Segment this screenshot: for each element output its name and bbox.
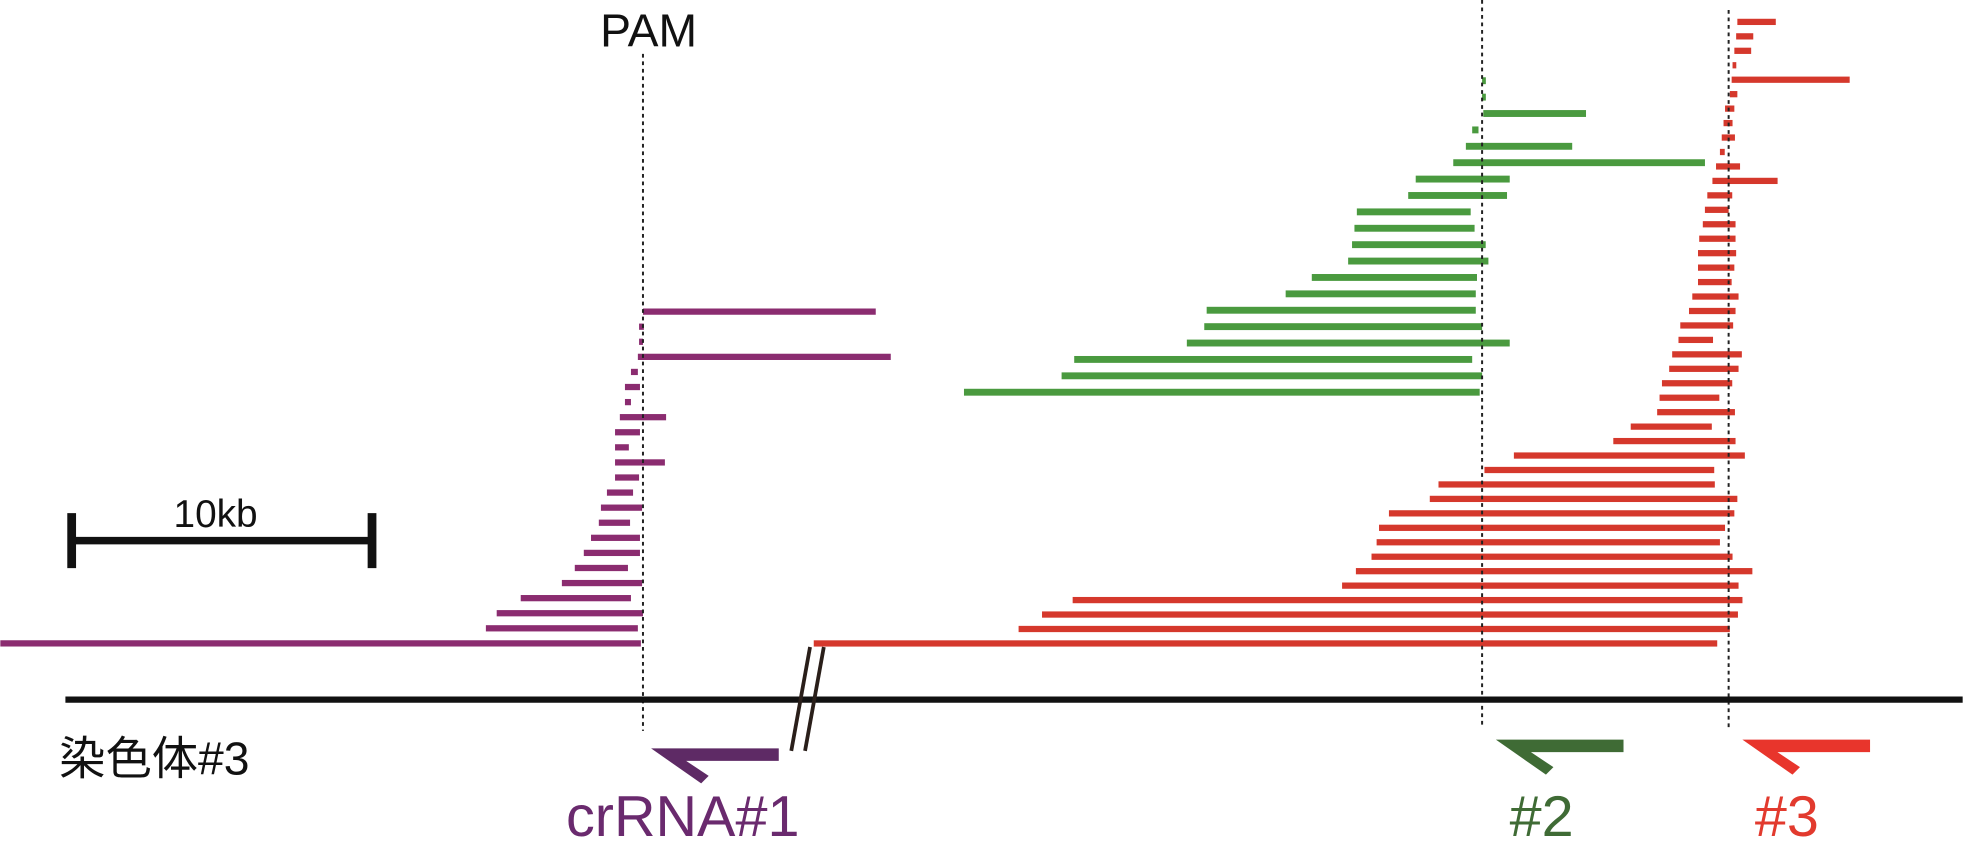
crRNA3-deletion-bar [1698,250,1737,257]
crRNA1-deletion-bar [583,549,640,557]
crRNA2-deletion-bar [1354,224,1475,232]
crRNA3-deletion-bar [1716,163,1741,170]
chromosome-label: 染色体#3 [59,733,249,785]
crRNA3-deletion-bar [1688,307,1736,315]
crRNA3-deletion-bar [1659,394,1720,401]
crRNA3-deletion-bar [1704,206,1729,213]
crRNA2-deletion-bar [1352,241,1486,249]
crRNA2-deletion-bar [1285,290,1476,298]
crRNA3-deletion-bar [1613,437,1736,445]
crRNA3-deletion-bar [1707,192,1733,199]
crRNA2-deletion-bar [1074,355,1473,363]
crRNA3-deletion-bar [1661,380,1733,387]
crRNA2-deletion-bar [1204,323,1483,331]
crRNA1-deletion-bar [615,474,640,481]
crRNA1-deletion-bar [642,308,876,315]
crRNA1-deletion-bar [624,383,640,391]
deletion-bars [0,18,1850,647]
crRNA2-deletion-bar [1483,110,1587,117]
crRNA3-deletion-bar [1678,336,1714,344]
crRNA1-deletion-bar [639,338,643,345]
crRNA2-deletion-bar [1482,77,1486,85]
crRNA2-deletion-bar [1061,372,1483,380]
crRNA3-deletion-bar [1388,510,1735,517]
crRNA2-deletion-bar [1356,208,1471,216]
crRNA3-arrow-icon [1742,739,1871,775]
crRNA1-deletion-bar [630,368,638,376]
crRNA3-deletion-bar [1513,452,1745,459]
crRNA3-deletion-bar [1018,625,1730,633]
crRNA3-deletion-bar [1698,264,1735,271]
crRNA3-deletion-bar [1672,351,1742,358]
crRNA1-deletion-bar [496,610,643,617]
crRNA1-deletion-bar [0,640,641,647]
scale-bar-label: 10kb [174,493,258,536]
crRNA3-deletion-bar [1734,47,1752,54]
crRNA3-deletion-bar [1072,596,1743,604]
crRNA3-deletion-bar [1719,148,1725,156]
crRNA2-deletion-bar [963,388,1480,396]
crRNA2-deletion-bar [1206,306,1476,314]
crRNA2-deletion-bar [1415,175,1510,183]
crRNA3-deletion-bar [1371,553,1733,560]
crRNA1-deletion-bar [600,504,643,511]
crRNA3-deletion-bar [1379,524,1726,531]
crRNA1-deletion-bar [615,429,640,436]
crRNA3-label: #3 [1755,785,1819,841]
crRNA1-deletion-bar [591,534,640,541]
crRNA3-deletion-bar [1698,278,1732,286]
crRNA1-deletion-bar [639,323,644,330]
crRNA3-deletion-bar [1732,62,1737,69]
crRNA1-deletion-bar [615,444,629,451]
crRNA3-deletion-bar [1669,365,1739,372]
crRNA3-deletion-bar [1376,539,1720,546]
crRNA1-deletion-bar [574,564,628,572]
crRNA3-deletion-bar [1680,322,1734,329]
crRNA2-label: #2 [1510,785,1574,841]
break-mark [789,646,826,752]
crRNA3-deletion-bar [813,640,1718,647]
crRNA1-deletion-bar [624,398,631,406]
crRNA1-deletion-bar [606,489,634,496]
crRNA2-deletion-bar [1465,142,1573,150]
crRNA3-deletion-bar [1438,481,1715,488]
pam-label: PAM [600,4,697,56]
crRNA3-deletion-bar [1429,495,1738,503]
crRNA2-deletion-bar [1311,274,1477,281]
crRNA2-deletion-bar [1348,257,1489,265]
crRNA3-deletion-bar [1630,423,1712,430]
crRNA1-arrow-icon [651,748,779,784]
crRNA1-deletion-bar [520,595,631,602]
crRNA1-deletion-bar [637,353,891,360]
crRNA1-label: crRNA#1 [566,785,799,841]
crRNA2-deletion-bar [1453,159,1705,167]
scale-bar [67,513,377,569]
crRNA3-deletion-bar [1721,134,1735,141]
crRNA3-deletion-bar [1731,76,1850,83]
crRNA3-deletion-bar [1725,105,1735,112]
crRNA1-deletion-bar [598,519,631,526]
crRNA3-deletion-bar [1702,221,1736,228]
crRNA3-deletion-bar [1729,91,1738,98]
crRNA3-deletion-bar [1699,235,1736,242]
crRNA1-deletion-bar [485,625,638,632]
crRNA3-deletion-bar [1736,33,1754,40]
crRNA3-deletion-bar [1355,568,1753,575]
crRNA2-deletion-bar [1472,126,1479,134]
crRNA3-deletion-bar [1342,582,1739,589]
crRNA2-deletion-bar [1408,192,1508,199]
crRNA2-deletion-bar [1482,93,1486,101]
crRNA3-deletion-bar [1657,409,1735,416]
crRNA1-deletion-bar [615,459,665,466]
crRNA3-deletion-bar [1712,177,1778,185]
crRNA3-deletion-bar [1737,18,1776,26]
crRNA2-arrow-icon [1495,739,1624,775]
crRNA3-deletion-bar [1042,611,1738,618]
crRNA2-deletion-bar [1186,339,1510,347]
crRNA1-deletion-bar [561,579,643,587]
crRNA3-deletion-bar [1692,293,1739,300]
crRNA3-deletion-bar [1484,466,1715,474]
